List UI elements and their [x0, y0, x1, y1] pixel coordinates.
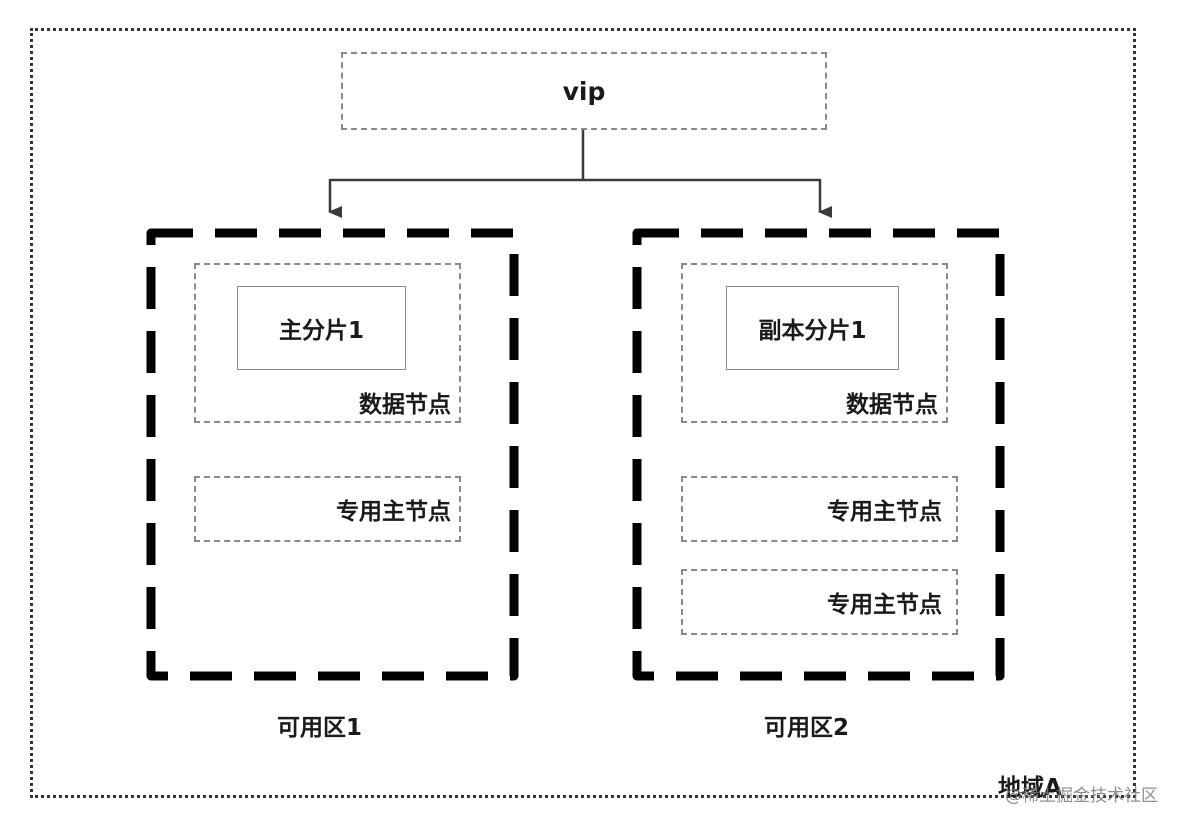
- zone-2-label: 可用区2: [764, 715, 850, 741]
- zone-1-border: [146, 228, 519, 681]
- zone-1-data-node-label: 数据节点: [359, 392, 451, 418]
- zone-1-master-node-label: 专用主节点: [336, 499, 451, 525]
- vip-label: vip: [562, 76, 606, 106]
- region-label: 地域A: [998, 775, 1062, 801]
- zone-2-master-node-1: 专用主节点: [681, 476, 958, 542]
- zone-1-data-node: 主分片1 数据节点: [194, 263, 461, 423]
- zone-2-master-node-1-label: 专用主节点: [827, 499, 942, 525]
- replica-shard-label: 副本分片1: [758, 318, 867, 344]
- zone-2-master-node-2-label: 专用主节点: [827, 592, 942, 618]
- zone-2-border: [632, 228, 1005, 681]
- zone-1-master-node: 专用主节点: [194, 476, 461, 542]
- connector-line: [330, 130, 820, 182]
- vip-node: vip: [341, 52, 827, 130]
- watermark-text: @稀土掘金技术社区: [1005, 786, 1158, 806]
- zone-2-data-node: 副本分片1 数据节点: [681, 263, 948, 423]
- zone-2-master-node-2: 专用主节点: [681, 569, 958, 635]
- zone-1-label: 可用区1: [277, 715, 363, 741]
- region-boundary: [30, 28, 1136, 798]
- zone-2-data-node-label: 数据节点: [846, 392, 938, 418]
- primary-shard-label: 主分片1: [278, 318, 364, 344]
- zone-1-shard: 主分片1: [237, 286, 406, 370]
- zone-2-shard: 副本分片1: [726, 286, 899, 370]
